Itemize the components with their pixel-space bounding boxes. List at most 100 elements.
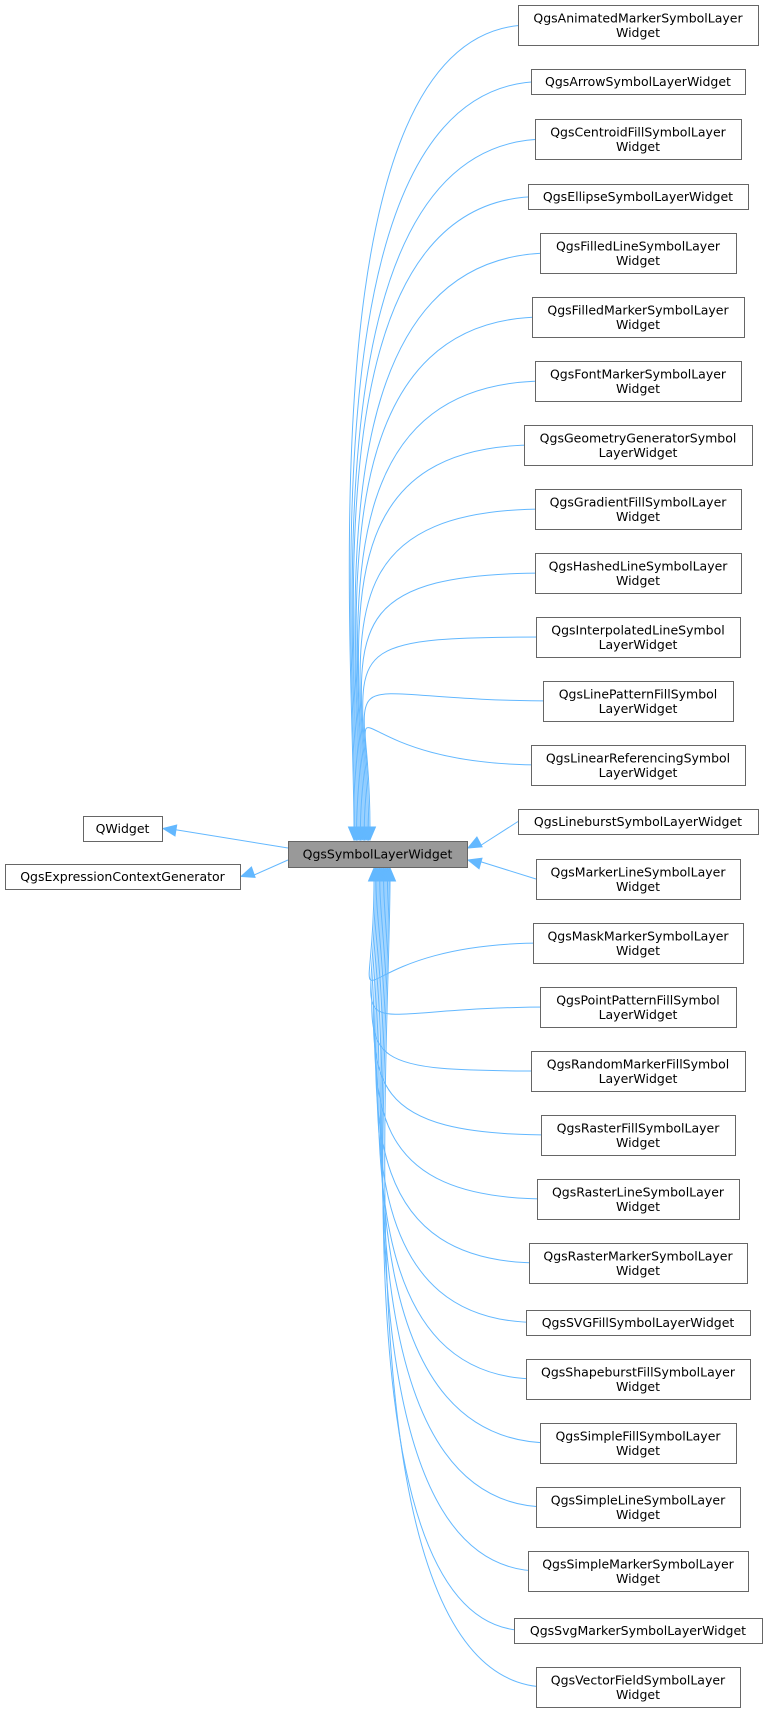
class-node-derived-qgspointpatternfillsymbollayerwidget-label: QgsPointPatternFillSymbol [556,992,720,1007]
class-node-derived-qgsmarkerlinesymbollayerwidget-box [536,859,741,900]
class-node-derived-qgsanimatedmarkersymbollayerwidget-label: QgsAnimatedMarkerSymbolLayer [533,10,743,25]
arrowhead-qwidget [161,824,178,837]
class-node-derived-qgscentroidfillsymbollayerwidget-label: Widget [616,139,660,154]
class-node-derived-qgsfilledmarkersymbollayerwidget-label: Widget [616,317,660,332]
edge-qgsfilledmarkersymbollayerwidget [355,316,545,829]
class-node-derived-qgsfilledmarkersymbollayerwidget-label: QgsFilledMarkerSymbolLayer [547,302,729,317]
class-node-derived-qgsanimatedmarkersymbollayerwidget-label: Widget [616,25,660,40]
class-node-derived-qgsfilledlinesymbollayerwidget-label: QgsFilledLineSymbolLayer [556,238,721,253]
edge-qgsgeometrygeneratorsymbollayerwidget [357,444,537,829]
class-node-derived-qgsmarkerlinesymbollayerwidget-label: Widget [616,879,660,894]
class-node-derived-qgsrasterlinesymbollayerwidget-label: Widget [616,1199,660,1214]
class-node-derived-qgsrasterfillsymbollayerwidget-label: QgsRasterFillSymbolLayer [557,1120,721,1135]
class-node-derived-qgslinepatternfillsymbollayerwidget-label: QgsLinePatternFillSymbol [559,686,718,701]
class-node-derived-qgsanimatedmarkersymbollayerwidget-box [518,5,759,46]
class-node-derived-qgslinearreferencingsymbollayerwidget-box [531,745,746,786]
class-node-derived-qgsfontmarkersymbollayerwidget-label: QgsFontMarkerSymbolLayer [550,366,727,381]
edge-qgsgradientfillsymbollayerwidget [359,508,548,829]
class-node-derived-qgssvgmarkersymbollayerwidget[interactable]: QgsSvgMarkerSymbolLayerWidget [514,1618,763,1644]
edge-qgslinearreferencingsymbollayerwidget [364,727,544,829]
class-node-derived-qgsinterpolatedlinesymbollayerwidget-box [536,617,741,658]
edge-qgslinepatternfillsymbollayerwidget [363,693,556,829]
class-node-derived-qgssimplefillsymbollayerwidget-label: QgsSimpleFillSymbolLayer [555,1428,721,1443]
class-node-derived-qgslinepatternfillsymbollayerwidget-label: LayerWidget [599,701,678,716]
class-node-derived-qgssimplelinesymbollayerwidget-label: QgsSimpleLineSymbolLayer [551,1492,726,1507]
class-node-derived-qgsinterpolatedlinesymbollayerwidget-label: QgsInterpolatedLineSymbol [551,622,724,637]
class-node-base-qgsexpressioncontextgenerator[interactable]: QgsExpressionContextGenerator [5,864,241,890]
class-node-derived-qgsinterpolatedlinesymbollayerwidget-label: LayerWidget [599,637,678,652]
edge-qgsrandommarkerfillsymbollayerwidget [371,879,544,1072]
class-node-derived-qgsfilledlinesymbollayerwidget-label: Widget [616,253,660,268]
class-node-derived-qgsrandommarkerfillsymbollayerwidget-box [531,1051,746,1092]
class-node-derived-qgsvectorfieldsymbollayerwidget-label: Widget [616,1687,660,1702]
class-node-derived-qgsellipsesymbollayerwidget[interactable]: QgsEllipseSymbolLayerWidget [528,184,749,210]
class-node-derived-qgsellipsesymbollayerwidget-box [528,184,749,210]
arrowhead-qgsexpressioncontextgenerator [239,866,256,878]
class-node-derived-qgsfontmarkersymbollayerwidget-box [535,361,742,402]
class-node-derived-qgsrastermarkersymbollayerwidget-label: QgsRasterMarkerSymbolLayer [543,1248,733,1263]
class-node-derived-qgssvgfillsymbollayerwidget-label: QgsSVGFillSymbolLayerWidget [542,1315,735,1330]
edge-qgssimplefillsymbollayerwidget [379,879,553,1444]
class-node-center-qgssymbollayerwidget-box [288,841,468,868]
class-node-derived-qgssvgmarkersymbollayerwidget-box [514,1618,763,1644]
class-node-derived-qgshashedlinesymbollayerwidget-label: QgsHashedLineSymbolLayer [549,558,729,573]
edge-qgssvgmarkersymbollayerwidget [382,879,527,1631]
class-node-derived-qgslinearreferencingsymbollayerwidget-label: QgsLinearReferencingSymbol [546,750,730,765]
edge-qgsfontmarkersymbollayerwidget [356,380,548,829]
class-node-derived-qgsshapeburstfillsymbollayerwidget-label: QgsShapeburstFillSymbolLayer [541,1364,736,1379]
class-node-derived-qgssvgfillsymbollayerwidget[interactable]: QgsSVGFillSymbolLayerWidget [526,1310,751,1336]
edge-to-qwidget [174,829,289,849]
class-node-derived-qgsrasterlinesymbollayerwidget-label: QgsRasterLineSymbolLayer [552,1184,725,1199]
class-node-derived-qgsmaskmarkersymbollayerwidget-label: QgsMaskMarkerSymbolLayer [547,928,729,943]
class-node-derived-qgssvgfillsymbollayerwidget-box [526,1310,751,1336]
edge-qgsrasterlinesymbollayerwidget [374,879,550,1200]
edge-qgsmarkerlinesymbollayerwidget [479,861,537,880]
edge-to-qgsexpressioncontextgenerator [252,859,289,876]
class-node-derived-qgssimplemarkersymbollayerwidget-label: Widget [616,1571,660,1586]
arrowhead-qgslinearreferencingsymbollayerwidget [363,826,377,842]
class-node-derived-qgsellipsesymbollayerwidget-label: QgsEllipseSymbolLayerWidget [543,189,733,204]
class-node-derived-qgsarrowsymbollayerwidget[interactable]: QgsArrowSymbolLayerWidget [531,69,746,95]
class-node-derived-qgshashedlinesymbollayerwidget-label: Widget [616,573,660,588]
class-node-center-qgssymbollayerwidget-label: QgsSymbolLayerWidget [303,847,453,862]
class-node-derived-qgsrasterlinesymbollayerwidget-box [537,1179,740,1220]
class-node-center-qgssymbollayerwidget[interactable]: QgsSymbolLayerWidget [288,841,468,868]
class-node-derived-qgsshapeburstfillsymbollayerwidget-label: Widget [616,1379,660,1394]
class-node-derived-qgsrandommarkerfillsymbollayerwidget-label: QgsRandomMarkerFillSymbol [547,1056,730,1071]
class-node-derived-qgscentroidfillsymbollayerwidget-label: QgsCentroidFillSymbolLayer [550,124,726,139]
class-node-derived-qgsrasterfillsymbollayerwidget-box [541,1115,736,1156]
class-node-derived-qgslineburstsymbollayerwidget[interactable]: QgsLineburstSymbolLayerWidget [518,809,759,835]
edge-qgshashedlinesymbollayerwidget [360,572,548,829]
class-node-base-qwidget-label: QWidget [96,821,150,836]
class-node-derived-qgscentroidfillsymbollayerwidget-box [535,119,742,160]
class-node-base-qwidget[interactable]: QWidget [83,816,163,842]
class-node-derived-qgshashedlinesymbollayerwidget-box [535,553,742,594]
class-node-derived-qgssimplefillsymbollayerwidget-box [540,1423,737,1464]
class-nodes: QgsSymbolLayerWidget QWidgetQgsExpression… [5,5,763,1708]
class-node-derived-qgsfilledmarkersymbollayerwidget-box [532,297,745,338]
class-node-derived-qgsrandommarkerfillsymbollayerwidget-label: LayerWidget [599,1071,678,1086]
